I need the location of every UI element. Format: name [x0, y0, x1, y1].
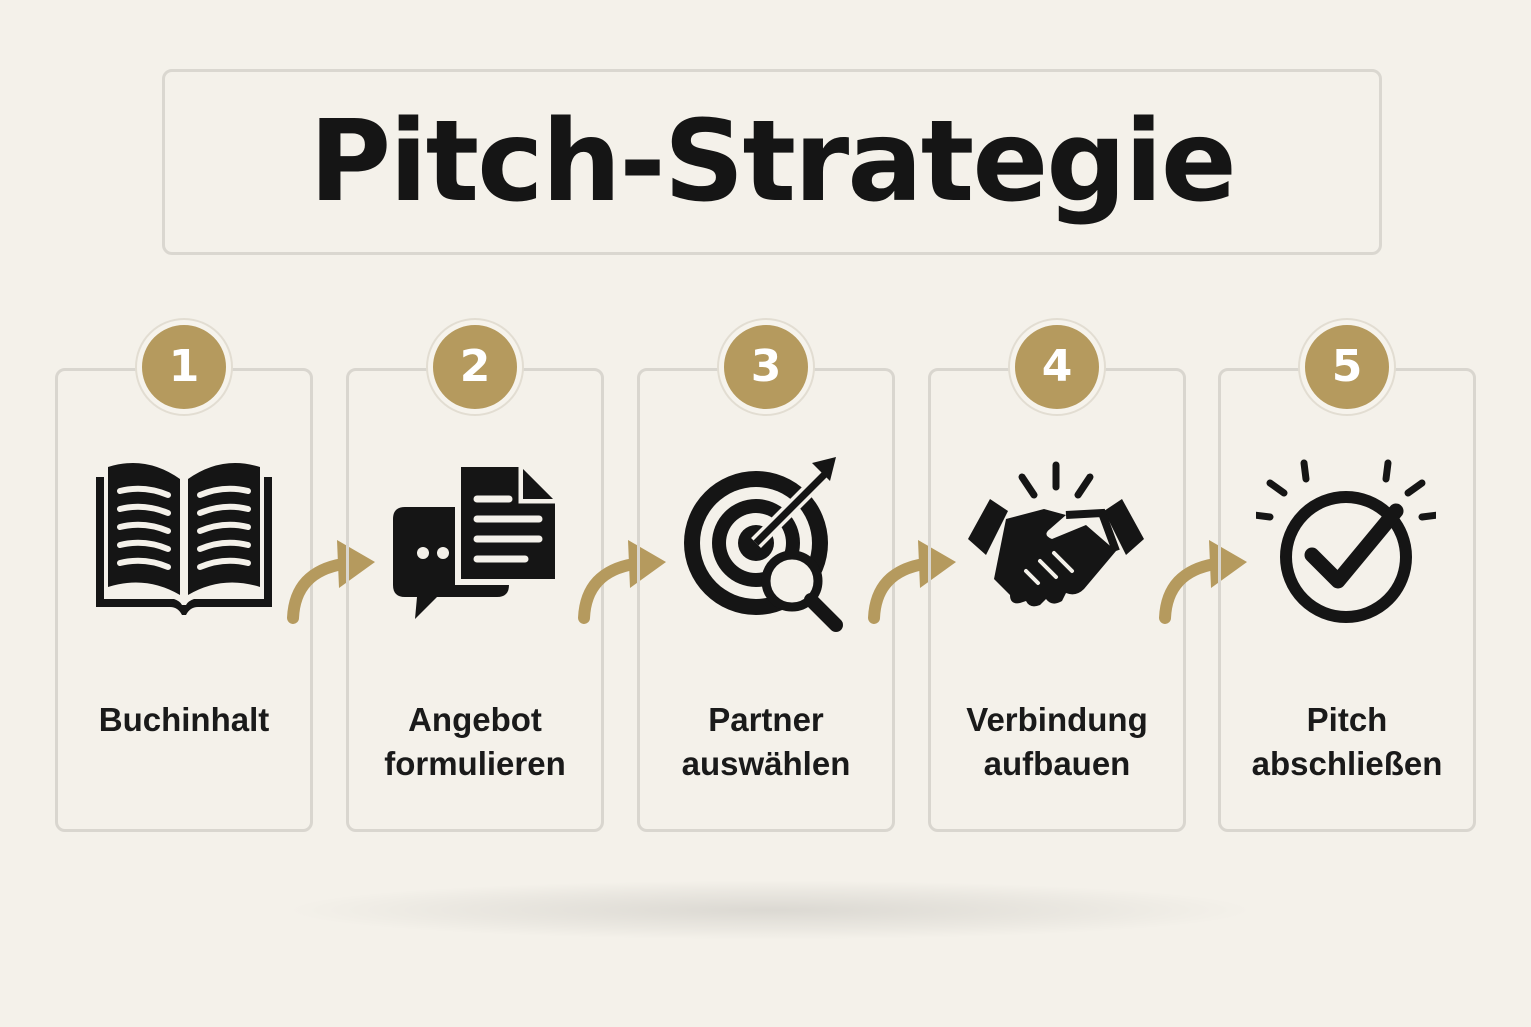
handshake-icon: [968, 461, 1144, 607]
step-number-badge-3: 3: [719, 320, 813, 414]
step-number-badge-1: 1: [137, 320, 231, 414]
step-label-4: Verbindung aufbauen: [966, 701, 1148, 782]
step-label-5: Pitch abschließen: [1251, 701, 1443, 782]
step-label-3: Partner auswählen: [681, 701, 851, 782]
step-number-badge-2: 2: [428, 320, 522, 414]
floor-shadow: [280, 880, 1260, 940]
speech-bubble-document-icon: [393, 461, 561, 619]
title-box: Pitch-Strategie: [162, 69, 1382, 255]
step-label-2: Angebot formulieren: [384, 701, 566, 782]
step-number-badge-5: 5: [1300, 320, 1394, 414]
checkmark-circle-icon: [1256, 459, 1436, 623]
open-book-icon: [96, 463, 272, 615]
step-label-1: Buchinhalt: [98, 701, 270, 738]
arrow-icon: [868, 540, 956, 624]
step-number-badge-4: 4: [1010, 320, 1104, 414]
page-title: Pitch-Strategie: [309, 97, 1237, 227]
target-magnifier-icon: [684, 457, 843, 632]
